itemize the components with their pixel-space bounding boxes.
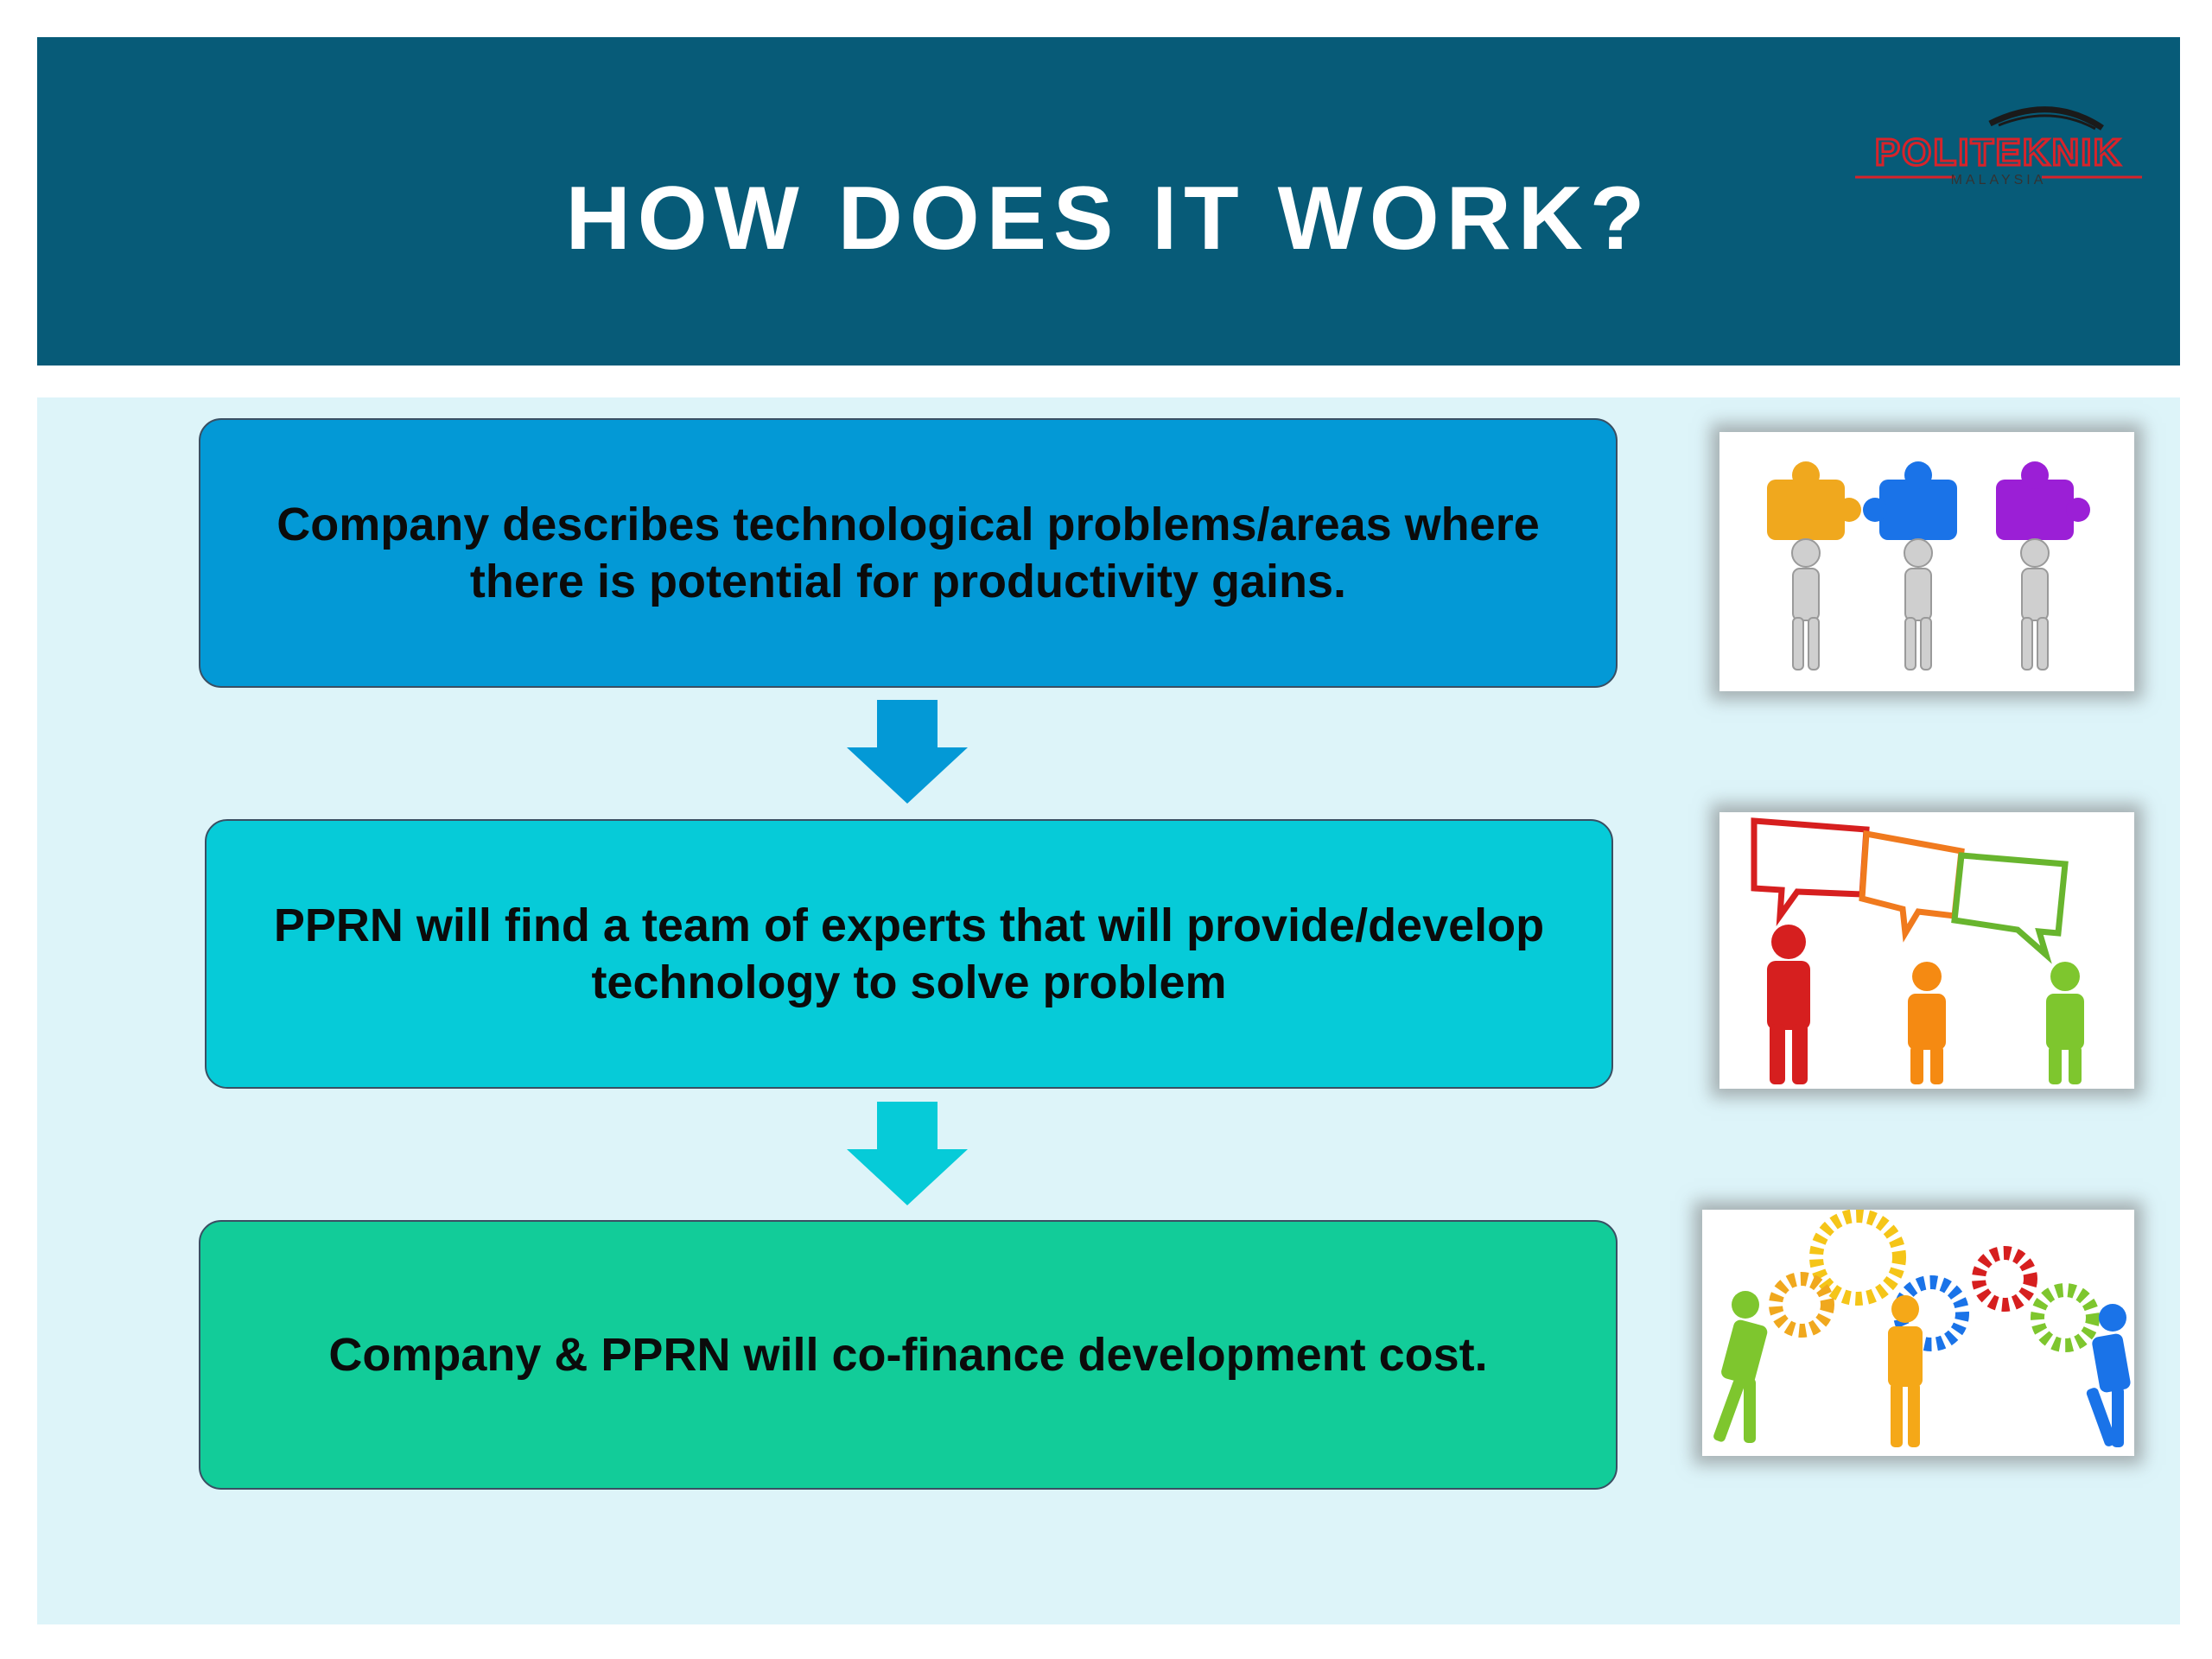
step-3-box: Company & PPRN will co-finance developme… (199, 1220, 1618, 1490)
politeknik-logo: POLITEKNIK MALAYSIA (1852, 98, 2145, 201)
svg-text:MALAYSIA: MALAYSIA (1951, 173, 2047, 188)
arrow-down-icon (847, 700, 968, 804)
step-2-box: PPRN will find a team of experts that wi… (205, 819, 1613, 1089)
puzzle-people-icon (1719, 432, 2134, 691)
svg-text:POLITEKNIK: POLITEKNIK (1875, 131, 2122, 174)
header-banner: HOW DOES IT WORK? POLITEKNIK MALAYSIA (37, 37, 2180, 365)
gears-people-icon (1702, 1210, 2134, 1456)
speech-puzzle-people-icon (1719, 812, 2134, 1089)
slide-title: HOW DOES IT WORK? (565, 168, 1652, 269)
step-2-text: PPRN will find a team of experts that wi… (273, 899, 1545, 1008)
step-3-text: Company & PPRN will co-finance developme… (328, 1329, 1488, 1381)
step-1-text: Company describes technological problems… (276, 499, 1540, 607)
step-1-box: Company describes technological problems… (199, 418, 1618, 688)
arrow-down-icon (847, 1102, 968, 1205)
